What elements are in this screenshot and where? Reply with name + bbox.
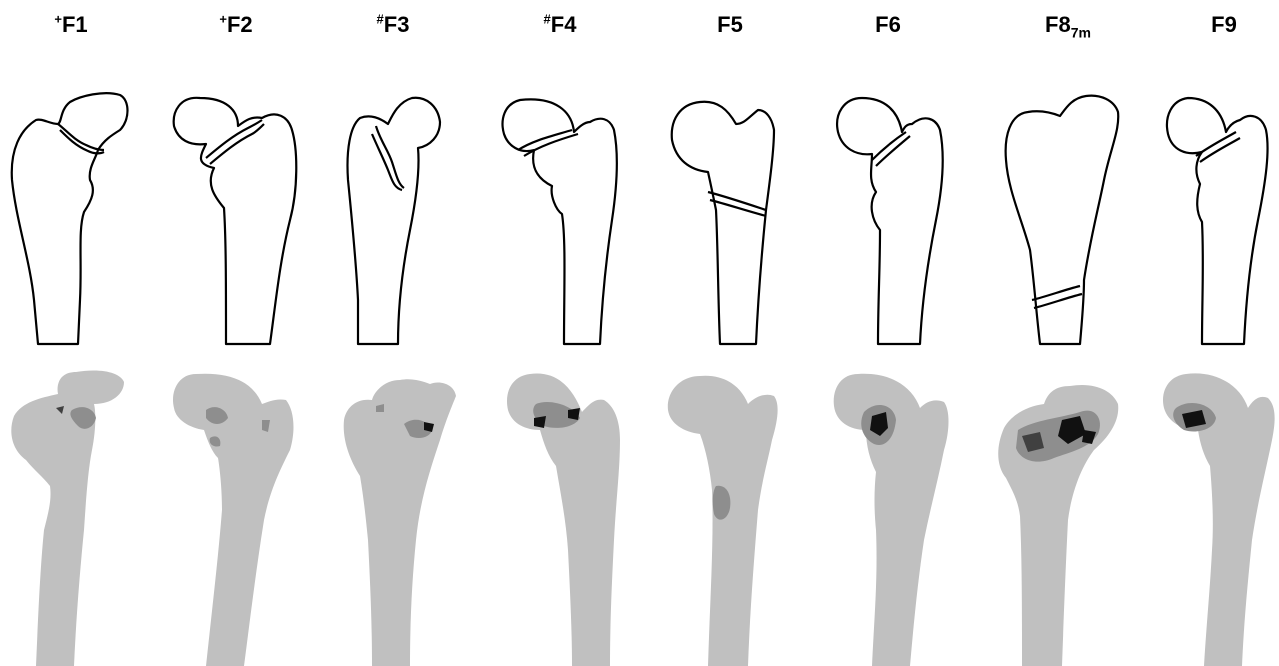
femur-outline-f6	[837, 98, 943, 344]
femur-outline-f5	[672, 102, 774, 344]
femur-gray-f3	[344, 379, 456, 666]
femur-outline-f2	[174, 98, 297, 344]
femur-gray-f5	[668, 376, 778, 666]
femur-gray-f1	[11, 370, 124, 666]
femur-gray-f2	[173, 374, 293, 666]
femur-outline-f4	[503, 99, 617, 344]
femur-outline-f8	[1006, 96, 1119, 344]
femur-outline-f9	[1167, 98, 1268, 344]
femur-outline-f1	[12, 93, 128, 344]
femur-outline-f3	[348, 98, 441, 344]
